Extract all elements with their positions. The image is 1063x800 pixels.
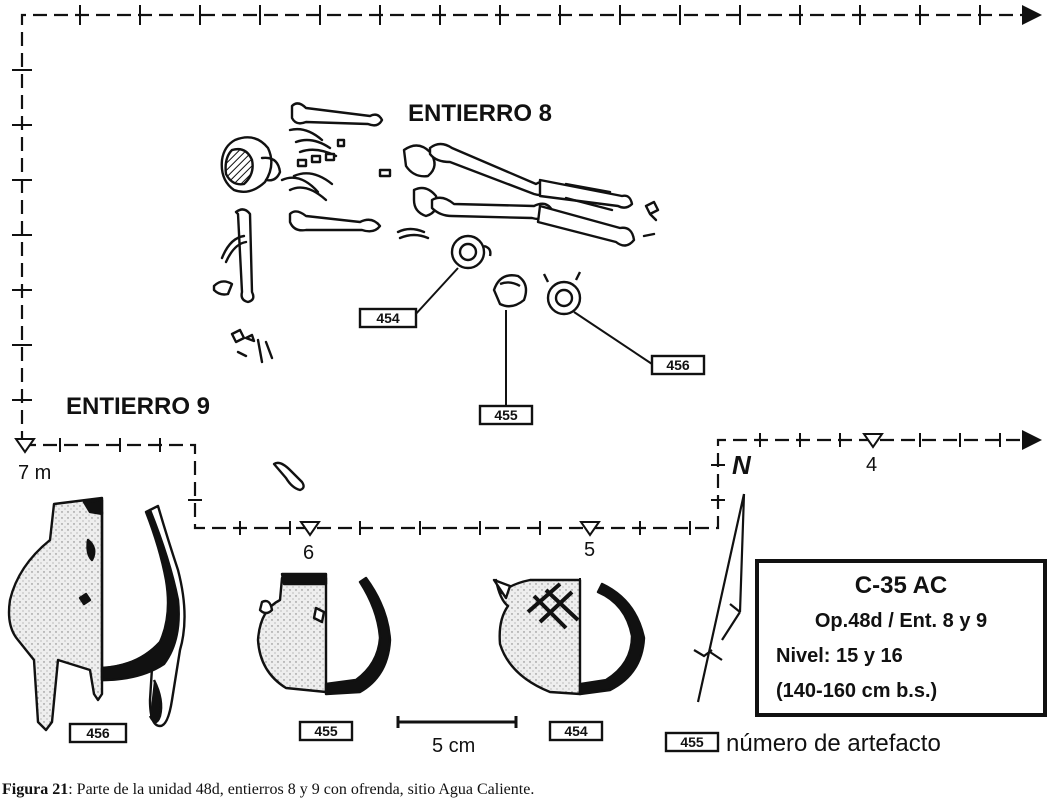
mandible	[260, 156, 282, 182]
vessel-454-tag: 454	[548, 720, 604, 742]
vessel-455-rim	[280, 572, 328, 586]
leader-456	[573, 311, 653, 365]
vessel-455-exterior	[256, 576, 328, 694]
north-label: N	[732, 450, 752, 480]
burial-9-remains	[212, 208, 305, 492]
burial-9-label: ENTIERRO 9	[66, 393, 210, 420]
scale-label: 5 cm	[432, 735, 475, 757]
curved-bone	[220, 234, 248, 264]
vessel-454-lattice	[526, 582, 580, 630]
artifact-tag-455: 455	[478, 404, 534, 426]
figure-caption: Figura 21: Parte de la unidad 48d, entie…	[2, 781, 1062, 799]
vessel-456-profile	[7, 496, 186, 732]
vertebrae	[296, 138, 392, 178]
arrow-head-right	[1022, 430, 1042, 450]
datum-marker-4	[862, 433, 884, 449]
upper-arm-bone	[290, 102, 384, 127]
legend-sample-text: 455	[680, 734, 704, 750]
vessel-456-handle	[78, 538, 96, 606]
vessel-455-wall	[324, 576, 392, 696]
vessel-456-tag-text: 456	[86, 725, 110, 741]
datum-label-4: 4	[866, 454, 877, 476]
legend-text: número de artefacto	[726, 730, 941, 757]
datum-marker-7m	[14, 438, 36, 454]
artifact-tag-454: 454	[358, 307, 418, 329]
femur-right	[430, 196, 554, 221]
vessel-456-foot	[148, 679, 163, 724]
vessel-454-tag-text: 454	[564, 723, 588, 739]
arrow-head-top	[1022, 5, 1042, 25]
figure-caption-label: Figura 21	[2, 781, 69, 798]
boundary-ticks	[12, 5, 1001, 535]
vessel-454-wall	[578, 582, 646, 696]
arrow-heads	[1022, 5, 1042, 450]
vessel-455-lug	[258, 599, 326, 624]
legend-sample-tag	[664, 731, 720, 753]
artifact-tag-455-text: 455	[494, 407, 518, 423]
leader-lines	[413, 267, 653, 406]
vessel-455-tag: 455	[298, 720, 354, 742]
burial-8-label: ENTIERRO 8	[408, 100, 552, 127]
vessel-455-tag-text: 455	[314, 723, 338, 739]
unit-boundary	[20, 13, 1022, 530]
small-bones	[396, 227, 430, 240]
info-box-operation: Op.48d / Ent. 8 y 9	[815, 610, 987, 632]
scale-bar	[396, 716, 518, 728]
datum-marker-5	[579, 521, 601, 537]
vessel-454-spout	[492, 578, 512, 600]
vessel-455-profile	[256, 572, 392, 696]
isolated-bone	[272, 461, 305, 492]
artifact-tag-454-text: 454	[376, 310, 400, 326]
long-bone	[234, 208, 255, 304]
tibia-left	[538, 178, 634, 209]
vessel-456-plan	[542, 271, 582, 316]
vessel-456-exterior	[7, 496, 104, 732]
ribs-lower	[280, 172, 334, 202]
artifact-tag-456-text: 456	[666, 357, 690, 373]
legend: 455 número de artefacto	[664, 730, 941, 757]
bone-fragments-cluster	[230, 328, 274, 364]
north-arrow	[693, 493, 746, 703]
info-box-level: Nivel: 15 y 16	[776, 645, 903, 667]
info-box: C-35 AC Op.48d / Ent. 8 y 9 Nivel: 15 y …	[755, 559, 1047, 717]
datum-marker-6	[299, 521, 321, 537]
fibula	[564, 182, 614, 212]
bone-fragment	[212, 280, 234, 296]
info-box-depth: (140-160 cm b.s.)	[776, 680, 937, 702]
burial-8-skeleton	[220, 102, 660, 247]
artifact-tag-456: 456	[650, 354, 706, 376]
datum-label-7m: 7 m	[18, 462, 51, 484]
femur-left	[428, 142, 554, 197]
info-box-site: C-35 AC	[855, 572, 947, 599]
foot-bones	[642, 200, 660, 238]
skull-hatched	[224, 147, 254, 186]
datum-label-5: 5	[584, 539, 595, 561]
datum-markers	[14, 433, 884, 537]
ribs-upper	[288, 127, 338, 158]
tibia-right	[536, 204, 636, 247]
datum-label-6: 6	[303, 542, 314, 564]
forearm-bone	[288, 210, 382, 233]
vessel-455-plan	[492, 274, 528, 308]
figure-caption-text: : Parte de la unidad 48d, entierros 8 y …	[68, 781, 535, 798]
vessel-456-tag: 456	[68, 722, 128, 744]
vessel-454-plan	[450, 234, 492, 270]
vessel-454-profile	[492, 578, 646, 696]
leader-454	[413, 267, 459, 317]
